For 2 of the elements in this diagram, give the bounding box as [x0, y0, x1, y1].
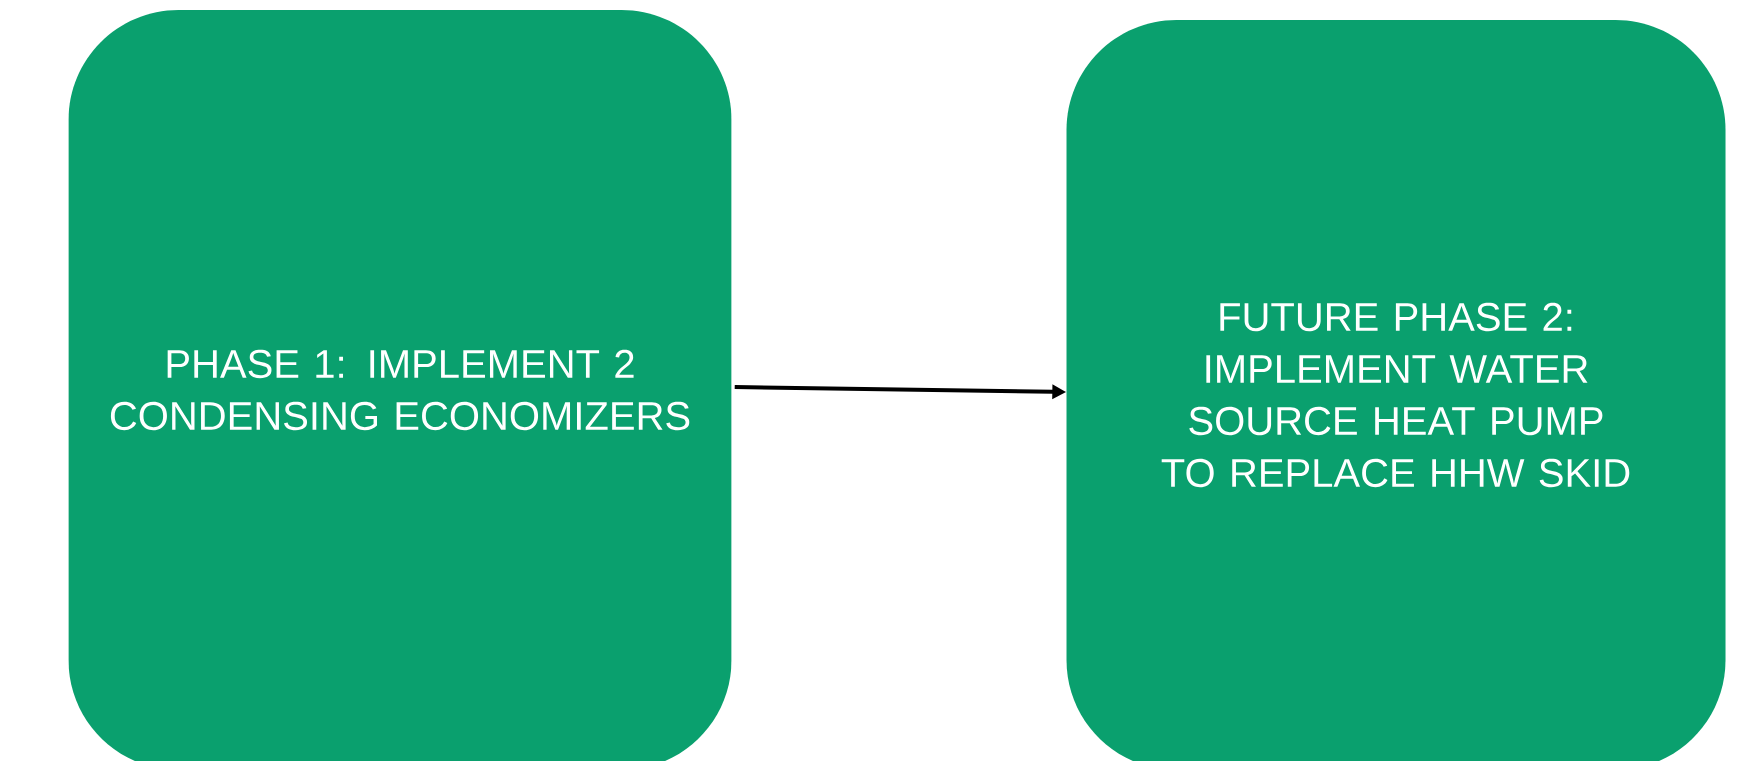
process-box: FUTURE PHASE 2: IMPLEMENT WATER SOURCE HEAT PUMP TO REPLACE HHW SKID: [1066, 20, 1726, 761]
process-box: PHASE 1: IMPLEMENT 2 CONDENSING ECONOMIZERS: [68, 10, 732, 761]
